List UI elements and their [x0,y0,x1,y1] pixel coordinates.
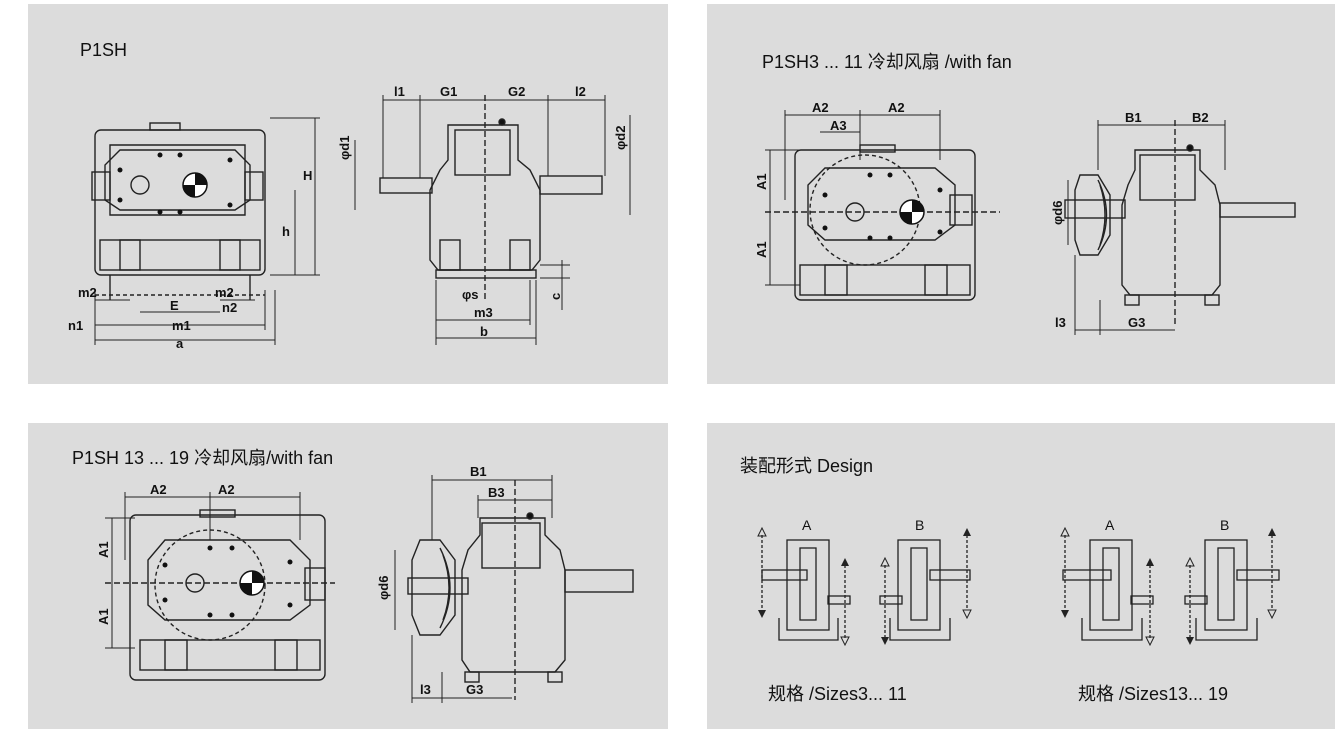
bolt-pattern [117,152,233,215]
gearbox-side-view [379,95,603,300]
dim-label-h: h [282,224,290,239]
dim-label-H: H [303,168,312,183]
dim-label-A1-large-lower: A1 [96,608,111,625]
dim-label-A1-lower: A1 [754,241,769,258]
dim-label-l3-upper: l3 [1055,315,1066,330]
dim-label-l1: l1 [394,84,405,99]
arrangement-B-small-arrows [880,528,972,645]
arrangement-B-large [1184,535,1280,641]
panel-p1sh3 [707,4,1335,384]
arrangement-B-small [879,535,971,641]
large-dimension-lines-front [105,492,301,649]
dim-label-d6-lower: φd6 [376,576,391,600]
arrangement-A-large-arrows [1060,526,1155,647]
gearbox-fan-side-view [1064,120,1296,325]
large-gearbox-front-view [105,509,335,681]
dim-label-B3: B3 [488,485,505,500]
shaft-center-marker [182,172,208,198]
large-bolt-pattern [162,545,293,618]
dim-label-n1: n1 [68,318,83,333]
dimension-lines-front [94,117,320,345]
dim-label-B1: B1 [470,464,487,479]
arrangement-A-small-arrows [757,526,850,647]
dim-label-G3-lower: G3 [466,682,483,697]
dim-label-A2-large-left: A2 [150,482,167,497]
large-shaft-center-marker [239,570,265,596]
dim-label-n2: n2 [222,300,237,315]
dim-label-l2: l2 [575,84,586,99]
large-gearbox-fan-side-view [407,480,634,700]
dim-label-A2-left: A2 [812,100,829,115]
dim-label-A2-right: A2 [888,100,905,115]
dim-label-B1: B1 [1125,110,1142,125]
panel-title-p1sh: P1SH [80,40,128,60]
dim-label-A1-large-upper: A1 [96,541,111,558]
dim-label-A1-upper: A1 [754,173,769,190]
panel-title-p1sh13: P1SH 13 ... 19 冷却风扇/with fan [72,448,334,468]
caption-sizes-small: 规格 /Sizes3... 11 [768,684,907,704]
arrangement-A-large [1062,535,1154,641]
arrangement-label-A-small: A [802,517,812,533]
dim-label-A3: A3 [830,118,847,133]
dim-label-d1: φd1 [337,136,352,160]
dim-label-a: a [176,336,184,351]
dim-label-d2: φd2 [613,126,628,150]
large-fan-dimension-lines-side [394,475,553,703]
dim-label-s: φs [462,287,479,302]
dim-label-m1: m1 [172,318,191,333]
dim-label-G2: G2 [508,84,525,99]
dim-label-b: b [480,324,488,339]
fan-dimension-lines-side [1067,120,1226,335]
panel-title-p1sh3: P1SH3 ... 11 冷却风扇 /with fan [762,52,1012,72]
dim-label-d6-upper: φd6 [1050,201,1065,225]
panel-design [707,423,1335,729]
arrangement-label-A-large: A [1105,517,1115,533]
dim-label-l3-lower: l3 [420,682,431,697]
fan-dimension-lines-front [765,110,941,286]
fan-bolt-pattern [822,172,943,241]
arrangement-A-small [761,535,851,641]
dimension-lines-side [354,95,631,345]
arrangement-label-B-large: B [1220,517,1229,533]
dim-label-G1: G1 [440,84,457,99]
gearbox-front-view [91,122,266,300]
panel-title-design: 装配形式 Design [740,456,874,476]
dim-label-A2-large-right: A2 [218,482,235,497]
arrangement-label-B-small: B [915,517,924,533]
dim-label-m2-left: m2 [78,285,97,300]
caption-sizes-large: 规格 /Sizes13... 19 [1078,684,1229,704]
dim-label-c: c [548,293,563,300]
dim-label-B2: B2 [1192,110,1209,125]
fan-shaft-center-marker [899,199,925,225]
dim-label-G3-upper: G3 [1128,315,1145,330]
dim-label-E: E [170,298,179,313]
arrangement-B-large-arrows [1185,528,1277,645]
dim-label-m3: m3 [474,305,493,320]
dim-label-m2-right: m2 [215,285,234,300]
